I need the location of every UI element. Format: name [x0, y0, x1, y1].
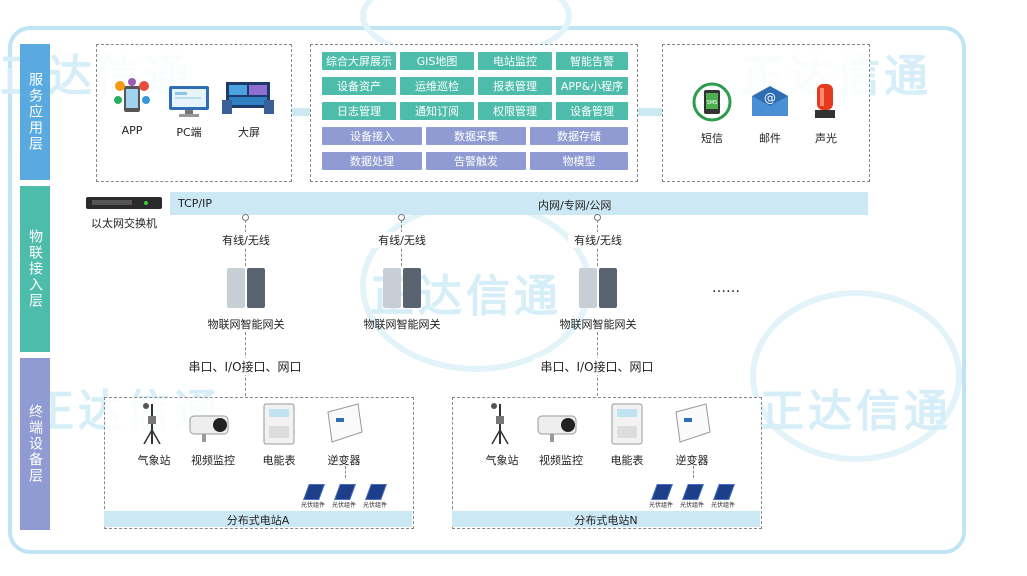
device-label: 视频监控 — [539, 454, 583, 467]
big-screen-icon — [222, 82, 274, 114]
client-label-bigscreen: 大屏 — [238, 126, 260, 139]
camera-icon — [189, 415, 229, 442]
platform-chip: 设备接入 — [322, 127, 422, 145]
client-label-app: APP — [121, 124, 143, 137]
platform-chip: 报表管理 — [478, 77, 552, 95]
network-type-label: 内网/专网/公网 — [538, 199, 612, 212]
platform-chip: 智能告警 — [556, 52, 628, 70]
network-bar — [170, 192, 868, 215]
alert-label-sms: 短信 — [701, 132, 723, 145]
alert-label-mail: 邮件 — [759, 132, 781, 145]
device-label: 气象站 — [485, 454, 519, 467]
device-label: 电能表 — [610, 454, 644, 467]
svg-text:SMS: SMS — [707, 100, 718, 106]
device-label: 逆变器 — [675, 454, 709, 467]
device-label: 气象站 — [137, 454, 171, 467]
platform-chip: 综合大屏展示 — [322, 52, 396, 70]
layer-label-access: 物联接入层 — [20, 186, 50, 352]
platform-chip: APP&小程序 — [556, 77, 628, 95]
platform-chip: 运维巡检 — [400, 77, 474, 95]
layer-label-terminal: 终端设备层 — [20, 358, 50, 530]
pv-label: 光伏组件 — [362, 502, 387, 509]
station-bar-a — [104, 511, 412, 527]
client-box — [96, 44, 292, 182]
platform-chip: 物模型 — [530, 152, 628, 170]
device-label: 电能表 — [262, 454, 296, 467]
pv-label: 光伏组件 — [679, 502, 704, 509]
platform-chip: 设备管理 — [556, 102, 628, 120]
gateway-icon — [247, 268, 265, 308]
more-ellipsis: …… — [712, 280, 740, 296]
watermark-text: 正达信通 — [370, 271, 562, 322]
gateway-label: 物联网智能网关 — [363, 318, 441, 331]
gateway-icon — [579, 268, 597, 308]
station-bar-n — [452, 511, 760, 527]
platform-chip: 数据处理 — [322, 152, 422, 170]
link-line — [693, 466, 694, 478]
platform-chip: GIS地图 — [400, 52, 474, 70]
mail-icon: @ — [752, 86, 788, 116]
platform-chip: 数据采集 — [426, 127, 526, 145]
pv-label: 光伏组件 — [300, 502, 325, 509]
link-label: 有线/无线 — [372, 232, 432, 248]
energy-meter-icon — [611, 403, 643, 445]
gateway-icon — [227, 268, 245, 308]
port-label: 串口、I/O接口、网口 — [182, 358, 308, 375]
weather-station-icon — [491, 403, 509, 445]
station-label-n: 分布式电站N — [574, 514, 638, 527]
svg-text:@: @ — [764, 91, 776, 105]
connector-bar — [636, 108, 662, 116]
pv-label: 光伏组件 — [331, 502, 356, 509]
platform-chip: 设备资产 — [322, 77, 396, 95]
pc-icon — [169, 86, 209, 117]
pv-label: 光伏组件 — [710, 502, 735, 509]
sms-icon: SMS — [692, 82, 732, 122]
watermark-ring — [750, 290, 962, 462]
platform-chip: 通知订阅 — [400, 102, 474, 120]
platform-chip: 数据存储 — [530, 127, 628, 145]
ethernet-switch-icon — [86, 197, 162, 209]
port-label: 串口、I/O接口、网口 — [534, 358, 660, 375]
inverter-icon — [327, 403, 363, 443]
platform-chip: 告警触发 — [426, 152, 526, 170]
gateway-icon — [383, 268, 401, 308]
gateway-label: 物联网智能网关 — [207, 318, 285, 331]
switch-label: 以太网交换机 — [91, 217, 157, 230]
link-line — [345, 466, 346, 478]
gateway-icon — [403, 268, 421, 308]
device-label: 逆变器 — [327, 454, 361, 467]
link-label: 有线/无线 — [568, 232, 628, 248]
platform-chip: 电站监控 — [478, 52, 552, 70]
platform-chip: 日志管理 — [322, 102, 396, 120]
layer-label-service: 服务应用层 — [20, 44, 50, 180]
platform-chip: 权限管理 — [478, 102, 552, 120]
gateway-icon — [599, 268, 617, 308]
gateway-label: 物联网智能网关 — [559, 318, 637, 331]
app-icon — [114, 78, 150, 112]
camera-icon — [537, 415, 577, 442]
client-label-pc: PC端 — [176, 126, 202, 139]
device-label: 视频监控 — [191, 454, 235, 467]
alert-label-light: 声光 — [815, 132, 837, 145]
alarm-light-icon — [815, 84, 835, 118]
watermark-text: 正达信通 — [760, 386, 952, 437]
weather-station-icon — [143, 403, 161, 445]
network-protocol-label: TCP/IP — [178, 197, 212, 210]
energy-meter-icon — [263, 403, 295, 445]
link-label: 有线/无线 — [216, 232, 276, 248]
inverter-icon — [675, 403, 711, 443]
connector-bar — [290, 108, 310, 116]
pv-label: 光伏组件 — [648, 502, 673, 509]
station-label-a: 分布式电站A — [226, 514, 290, 527]
